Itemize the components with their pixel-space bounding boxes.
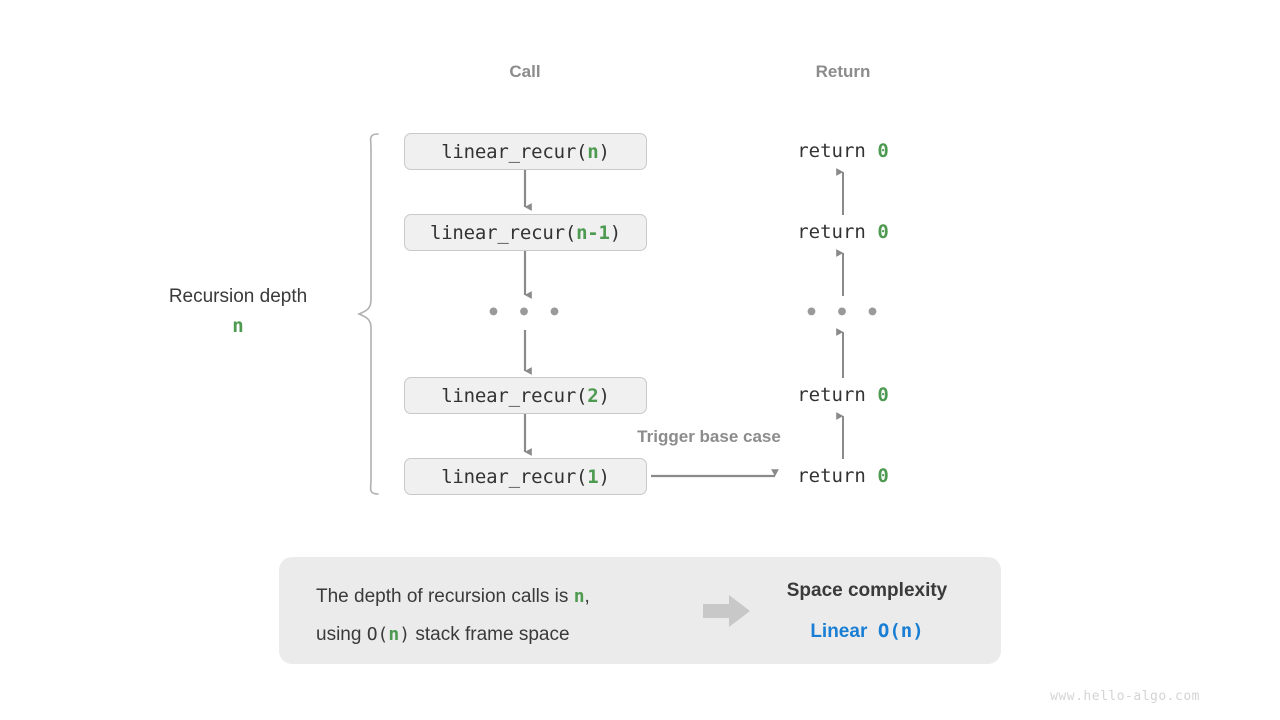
return-value: 0: [877, 465, 889, 487]
call-frame-box: linear_recur(n-1): [404, 214, 647, 251]
call-frame-arg: 2: [587, 384, 599, 407]
return-keyword: return: [797, 140, 878, 162]
call-frame-suffix: ): [598, 384, 610, 407]
trigger-base-case-label: Trigger base case: [637, 427, 781, 446]
recursion-depth-brace: [356, 133, 379, 495]
recursion-depth-value: n: [232, 315, 244, 337]
return-column-ellipsis: • • •: [804, 300, 882, 326]
return-keyword: return: [797, 384, 878, 406]
summary-line2-o: O(: [366, 624, 389, 645]
call-frame-box: linear_recur(1): [404, 458, 647, 495]
summary-line2-close: ): [399, 624, 411, 645]
return-statement: return 0: [797, 384, 889, 406]
space-complexity-title: Space complexity: [786, 580, 948, 601]
call-frame-prefix: linear_recur(: [441, 384, 588, 407]
return-column-header: Return: [815, 62, 871, 81]
summary-line2-var: n: [388, 624, 400, 645]
recursion-depth-label: Recursion depth n: [169, 286, 307, 337]
summary-line2-a: using: [316, 624, 367, 645]
call-frame-prefix: linear_recur(: [429, 221, 577, 244]
return-value: 0: [877, 384, 889, 406]
call-column-header: Call: [509, 62, 541, 81]
complexity-kind: Linear: [810, 621, 868, 642]
call-frame-prefix: linear_recur(: [441, 140, 588, 163]
summary-line1-b: ,: [584, 586, 590, 607]
summary-panel: [279, 557, 1001, 664]
return-statement: return 0: [797, 221, 889, 243]
return-statement: return 0: [797, 140, 889, 162]
call-frame-arg: 1: [587, 465, 599, 488]
right-block-arrow-icon: [703, 595, 750, 627]
call-column-ellipsis: • • •: [486, 300, 564, 326]
space-complexity-value: Linear O(n): [810, 620, 923, 643]
call-frame-suffix: ): [598, 465, 610, 488]
return-statement: return 0: [797, 465, 889, 487]
summary-description: The depth of recursion calls is n, using…: [316, 578, 676, 654]
call-frame-arg: n: [587, 140, 599, 163]
recursion-depth-text: Recursion depth: [168, 286, 308, 307]
call-frame-prefix: linear_recur(: [441, 465, 588, 488]
call-frame-box: linear_recur(n): [404, 133, 647, 170]
return-keyword: return: [797, 465, 878, 487]
watermark: www.hello-algo.com: [1050, 689, 1200, 704]
call-frame-box: linear_recur(2): [404, 377, 647, 414]
summary-line1-a: The depth of recursion calls is: [316, 586, 574, 607]
summary-line2-b: stack frame space: [410, 624, 570, 645]
call-frame-suffix: ): [609, 221, 622, 244]
return-value: 0: [877, 140, 889, 162]
return-keyword: return: [797, 221, 878, 243]
call-frame-suffix: ): [598, 140, 610, 163]
complexity-notation: O(n): [877, 620, 924, 642]
return-value: 0: [877, 221, 889, 243]
call-frame-arg: n-1: [576, 221, 610, 244]
summary-line1-var: n: [573, 586, 585, 607]
